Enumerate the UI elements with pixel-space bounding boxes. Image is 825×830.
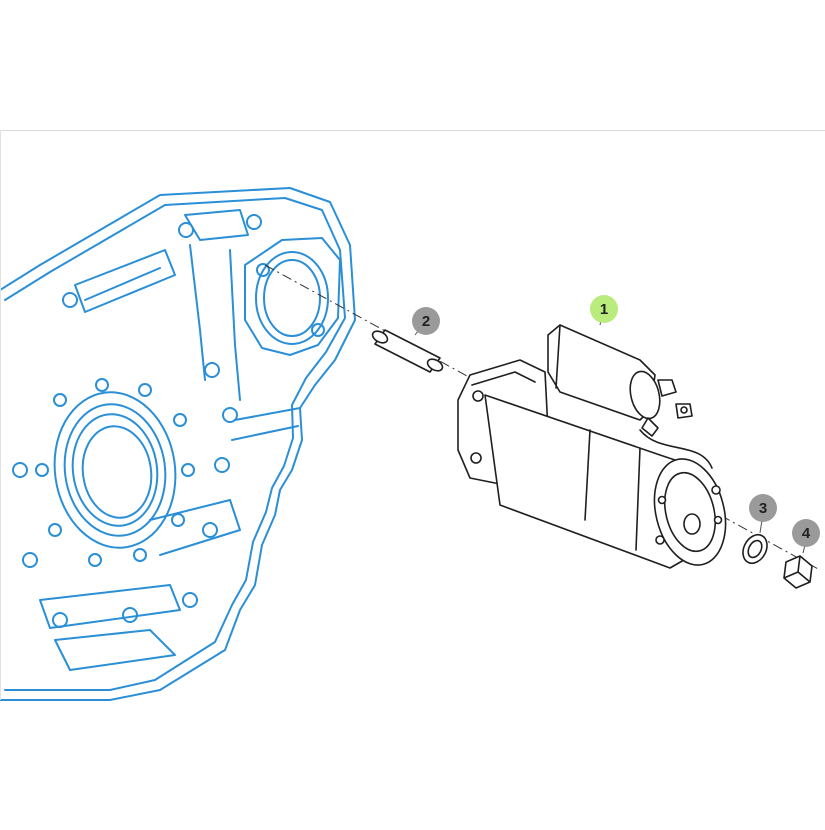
callout-1[interactable]: 1 [590, 295, 618, 323]
callout-2[interactable]: 2 [412, 307, 440, 335]
callout-3[interactable]: 3 [749, 494, 777, 522]
callout-leader-3 [759, 519, 763, 534]
callout-label-2: 2 [422, 313, 430, 330]
callout-4[interactable]: 4 [792, 519, 820, 547]
frame-top-border [0, 130, 825, 131]
callout-label-4: 4 [802, 525, 811, 542]
starter-motor[interactable] [457, 324, 736, 573]
frame-left-border [0, 130, 1, 700]
nut[interactable] [783, 555, 813, 589]
callout-label-1: 1 [600, 301, 608, 318]
flywheel-housing[interactable] [0, 187, 356, 701]
callout-label-3: 3 [759, 500, 767, 517]
assembly-centerline [264, 264, 821, 571]
dowel-pin[interactable] [371, 329, 445, 373]
washer[interactable] [738, 531, 772, 568]
